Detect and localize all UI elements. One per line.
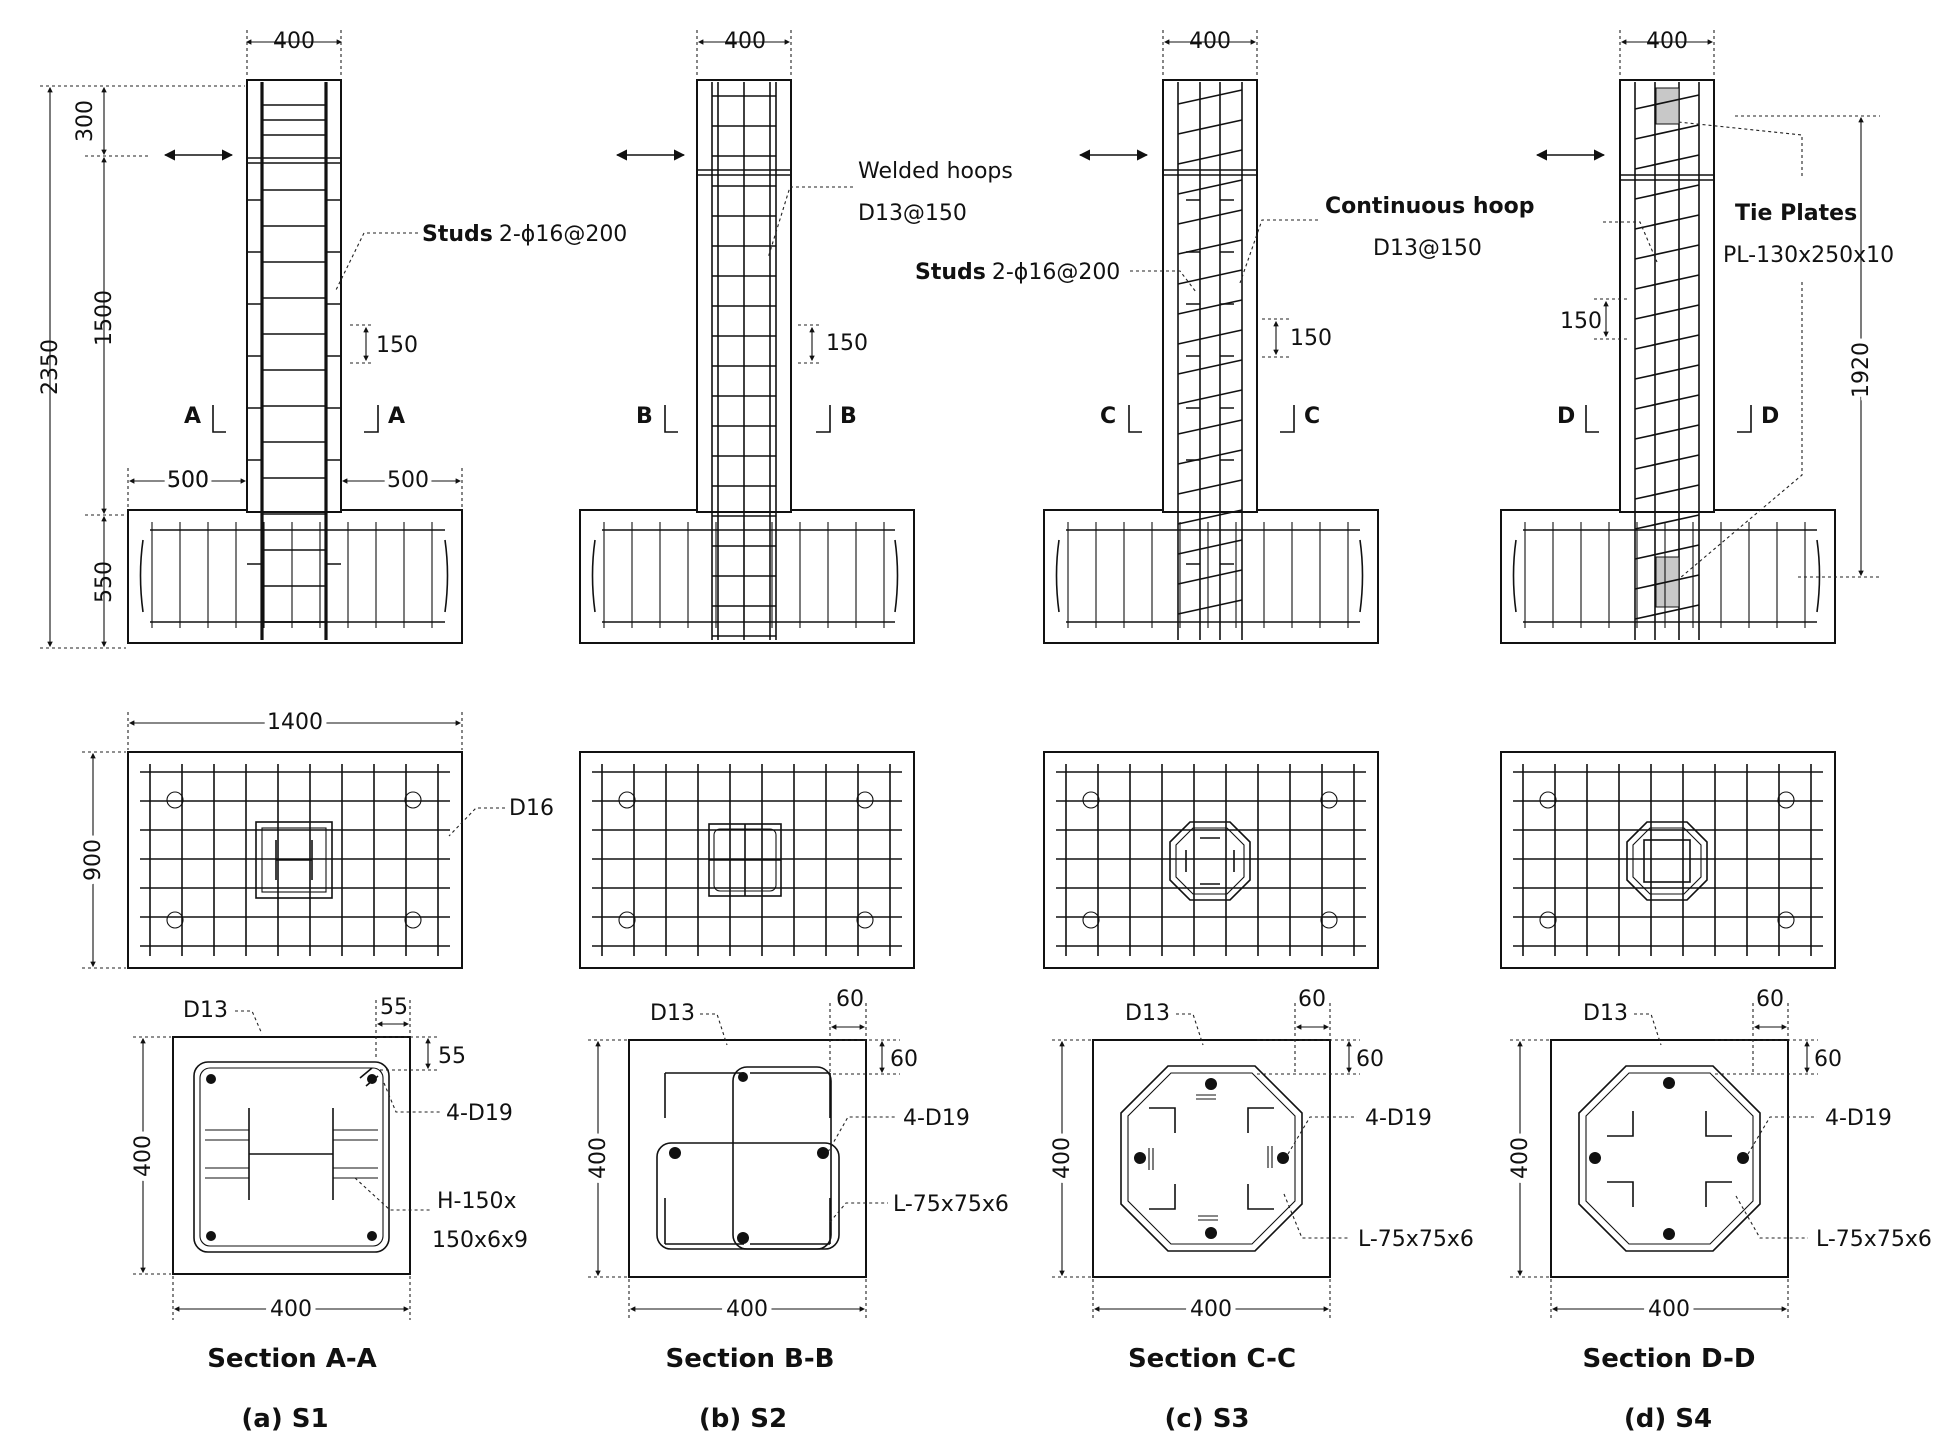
- tie-plate-top: [1655, 87, 1680, 125]
- cut-letter-right-s2: B: [840, 404, 857, 429]
- section-top-label-s3: D13: [1125, 1001, 1170, 1026]
- hoop-spacing-s4: 150: [1560, 309, 1602, 334]
- column-width-s3: 400: [1189, 29, 1231, 54]
- column-width-s1: 400: [273, 29, 315, 54]
- cut-letter-right-s4: D: [1761, 404, 1779, 429]
- elevation-s2: B B 400 150 Welded hoops D13@150: [579, 29, 1013, 644]
- right-overhang-dim: 500: [387, 468, 429, 493]
- left-overhang-dim: 500: [167, 468, 209, 493]
- plate-span-s4: 1920: [1849, 342, 1874, 398]
- section-title-s3: Section C-C: [1128, 1344, 1296, 1374]
- stud-label-s3: Studs: [915, 260, 986, 285]
- section-steel-label2-s1: 150x6x9: [432, 1228, 528, 1253]
- section-width-s3: 400: [1190, 1297, 1232, 1322]
- left-overhang-dim-bg: 500: [167, 468, 209, 493]
- section-bars-s3: 4-D19: [1365, 1106, 1432, 1131]
- hoop-spacing-s3: 150: [1290, 326, 1332, 351]
- cut-letter-left-s3: C: [1100, 404, 1116, 429]
- plan-s1: 1400 900 D16: [76, 705, 554, 969]
- mid-segment-dim: 1500: [92, 290, 117, 346]
- section-steel-label1-s1: H-150x: [437, 1189, 517, 1214]
- elevation-s3: C C 400 150 Continuous hoop D13@150 Stud…: [915, 29, 1534, 644]
- panel-s4: D D 400 150 Tie Plates PL-130x250x10 192…: [1500, 29, 1932, 1434]
- section-bars-s1: 4-D19: [446, 1101, 513, 1126]
- caption-s1: (a) S1: [241, 1404, 328, 1434]
- section-title-s4: Section D-D: [1583, 1344, 1756, 1374]
- footing-s1: [127, 509, 463, 644]
- section-cover-v-s1: 55: [438, 1044, 466, 1069]
- section-steel-label1-s4: L-75x75x6: [1816, 1227, 1932, 1252]
- top-segment-dim: 300: [73, 100, 98, 142]
- section-width-s1: 400: [270, 1297, 312, 1322]
- cut-letter-left-s1: A: [184, 404, 201, 429]
- section-top-label-s1: D13: [183, 998, 228, 1023]
- feature-label-s2: Welded hoops: [858, 159, 1013, 184]
- plan-depth-dim: 900: [81, 839, 106, 881]
- section-cover-h-s1: 55: [380, 995, 408, 1020]
- column-width-s2: 400: [724, 29, 766, 54]
- section-title-s1: Section A-A: [207, 1344, 377, 1374]
- cut-letter-left-s2: B: [636, 404, 653, 429]
- section-title-s2: Section B-B: [666, 1344, 835, 1374]
- plan-width-dim: 1400: [267, 710, 323, 735]
- caption-s3: (c) S3: [1164, 1404, 1249, 1434]
- section-height-s4: 400: [1508, 1137, 1533, 1179]
- caption-s2: (b) S2: [699, 1404, 787, 1434]
- section-cover-h-s3: 60: [1298, 987, 1326, 1012]
- hoop-spacing-s2: 150: [826, 331, 868, 356]
- feature-spec-s4: PL-130x250x10: [1723, 243, 1894, 268]
- feature-label-s4: Tie Plates: [1735, 201, 1857, 226]
- panel-s1: A A 400 2350 300 1500 550 500 500: [38, 29, 627, 1434]
- hoop-spacing-s1: 150: [376, 333, 418, 358]
- section-width-s2: 400: [726, 1297, 768, 1322]
- plan-s4: [1500, 751, 1836, 969]
- plan-s2: [579, 751, 915, 969]
- section-cover-h-s2: 60: [836, 987, 864, 1012]
- plan-bar-label: D16: [509, 796, 554, 821]
- section-s3: D13 60 60 4-D19 L-75x75x6 400 400: [1045, 987, 1474, 1327]
- panel-s3: C C 400 150 Continuous hoop D13@150 Stud…: [915, 29, 1534, 1434]
- foot-segment-dim: 550: [92, 561, 117, 603]
- section-bars-s2: 4-D19: [903, 1106, 970, 1131]
- section-s1: D13 55 55 4-D19 H-150x 150x6x9 400 400: [126, 995, 528, 1327]
- section-cover-v-s2: 60: [890, 1047, 918, 1072]
- section-height-s3: 400: [1050, 1137, 1075, 1179]
- caption-s4: (d) S4: [1624, 1404, 1712, 1434]
- section-top-label-s2: D13: [650, 1001, 695, 1026]
- section-s4: D13 60 60 4-D19 L-75x75x6 400 400: [1503, 987, 1932, 1327]
- elevation-s4: D D 400 150 Tie Plates PL-130x250x10 192…: [1500, 29, 1894, 644]
- section-cover-v-s3: 60: [1356, 1047, 1384, 1072]
- column-width-s4: 400: [1646, 29, 1688, 54]
- cut-letter-left-s4: D: [1557, 404, 1575, 429]
- feature-label-s3: Continuous hoop: [1325, 194, 1534, 219]
- feature-spec-s1: 2-ϕ16@200: [499, 222, 627, 247]
- feature-label-s1: Studs: [422, 222, 493, 247]
- panel-s2: B B 400 150 Welded hoops D13@150: [579, 29, 1013, 1434]
- feature-spec-s2: D13@150: [858, 201, 967, 226]
- section-steel-label1-s3: L-75x75x6: [1358, 1227, 1474, 1252]
- stud-spec-s3: 2-ϕ16@200: [992, 260, 1120, 285]
- elevation-s1: A A 400 2350 300 1500 550 500 500: [38, 29, 627, 649]
- section-height-s1: 400: [131, 1135, 156, 1177]
- section-s2: D13 60 60 4-D19 L-75x75x6 400 400: [581, 987, 1009, 1327]
- total-height-dim: 2350: [38, 339, 63, 395]
- section-height-s2: 400: [586, 1137, 611, 1179]
- section-bars-s4: 4-D19: [1825, 1106, 1892, 1131]
- feature-spec-s3: D13@150: [1373, 236, 1482, 261]
- section-width-s4: 400: [1648, 1297, 1690, 1322]
- section-steel-label1-s2: L-75x75x6: [893, 1192, 1009, 1217]
- plan-s3: [1043, 751, 1379, 969]
- cut-letter-right-s3: C: [1304, 404, 1320, 429]
- section-cover-h-s4: 60: [1756, 987, 1784, 1012]
- cut-letter-right-s1: A: [388, 404, 405, 429]
- section-top-label-s4: D13: [1583, 1001, 1628, 1026]
- section-cover-v-s4: 60: [1814, 1047, 1842, 1072]
